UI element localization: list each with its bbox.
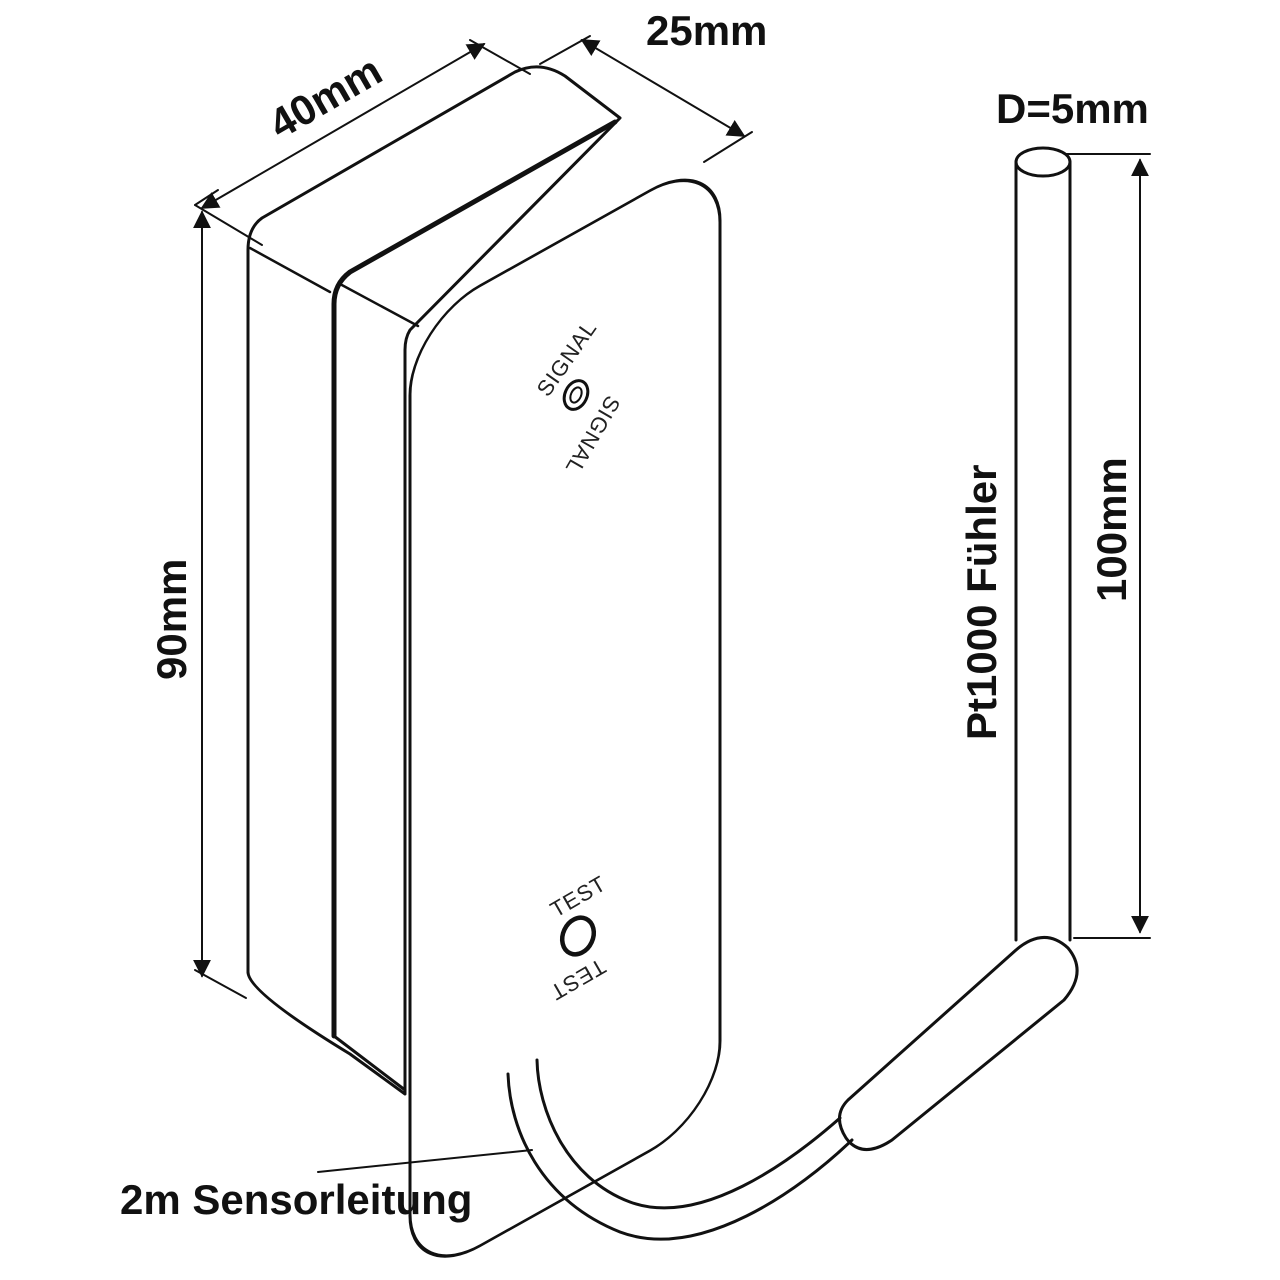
housing-top-edge bbox=[338, 282, 420, 328]
test-label-top: TEST bbox=[546, 871, 611, 923]
sensor-cable bbox=[506, 936, 1079, 1241]
cable-inner bbox=[535, 1058, 842, 1210]
test-button: TEST TEST bbox=[545, 871, 610, 1006]
cable-leader bbox=[317, 1149, 533, 1173]
signal-led-outer bbox=[562, 379, 590, 411]
label-probe-diameter: D=5mm bbox=[996, 85, 1149, 132]
housing-left-face bbox=[246, 248, 407, 1092]
signal-label-bottom: SIGNAL bbox=[560, 392, 625, 480]
signal-led-inner bbox=[569, 386, 583, 404]
dim-depth-line bbox=[580, 39, 746, 137]
probe bbox=[1014, 146, 1072, 942]
test-button-ring bbox=[559, 915, 597, 957]
housing-back-body bbox=[246, 65, 622, 1096]
test-label-bottom: TEST bbox=[545, 954, 610, 1006]
housing-back-edge bbox=[248, 246, 332, 294]
cable-sleeve bbox=[838, 936, 1079, 1151]
label-width: 40mm bbox=[261, 46, 390, 147]
label-probe-name: Pt1000 Fühler bbox=[958, 465, 1005, 740]
dimension-lines bbox=[193, 35, 1151, 1173]
probe-tip bbox=[1014, 146, 1072, 178]
signal-led: SIGNAL SIGNAL bbox=[532, 316, 626, 480]
label-height: 90mm bbox=[148, 559, 195, 680]
dim-width-line bbox=[200, 43, 486, 209]
label-cable: 2m Sensorleitung bbox=[120, 1176, 472, 1223]
housing bbox=[246, 65, 722, 1258]
cable-outer bbox=[506, 1072, 854, 1241]
label-depth: 25mm bbox=[646, 7, 767, 54]
label-probe-length: 100mm bbox=[1088, 457, 1135, 602]
housing-seam bbox=[331, 119, 618, 1039]
housing-front-face bbox=[408, 178, 722, 1258]
